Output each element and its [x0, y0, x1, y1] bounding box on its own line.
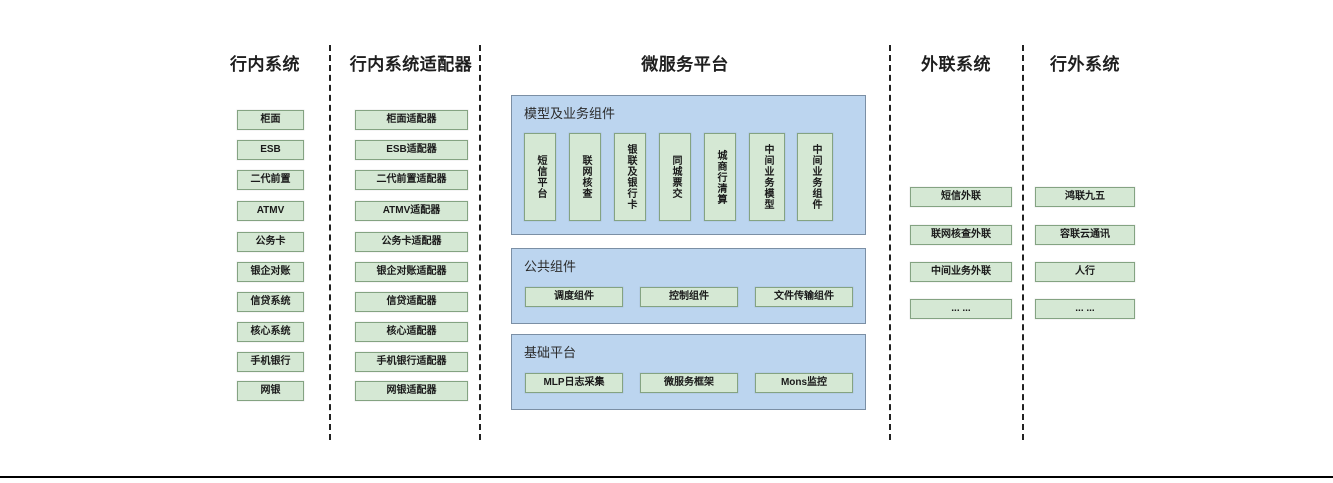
column-title-inbank-adapter: 行内系统适配器 [349, 55, 473, 74]
column-title-outbank: 行外系统 [1050, 55, 1120, 74]
node-external-link-3[interactable]: ... ... [910, 299, 1012, 319]
node-external-link-2[interactable]: 中间业务外联 [910, 262, 1012, 282]
column-divider-4 [1022, 45, 1024, 440]
column-title-external-link: 外联系统 [921, 55, 991, 74]
node-outbank-1[interactable]: 容联云通讯 [1035, 225, 1135, 245]
node-inbank-adapter-1[interactable]: ESB适配器 [355, 140, 468, 160]
node-inbank-6[interactable]: 信贷系统 [237, 292, 304, 312]
panel-title-base-platform: 基础平台 [524, 345, 577, 360]
node-inbank-0[interactable]: 柜面 [237, 110, 304, 130]
node-base-platform-0[interactable]: MLP日志采集 [525, 373, 623, 393]
node-inbank-adapter-2[interactable]: 二代前置适配器 [355, 170, 468, 190]
node-outbank-0[interactable]: 鸿联九五 [1035, 187, 1135, 207]
panel-title-model-business: 模型及业务组件 [524, 106, 616, 121]
node-model-business-0[interactable]: 短信平台 [524, 133, 556, 221]
column-title-inbank: 行内系统 [230, 55, 300, 74]
node-public-components-0[interactable]: 调度组件 [525, 287, 623, 307]
node-inbank-8[interactable]: 手机银行 [237, 352, 304, 372]
node-model-business-6[interactable]: 中间业务组件 [797, 133, 833, 221]
node-inbank-2[interactable]: 二代前置 [237, 170, 304, 190]
node-model-business-3[interactable]: 同城票交 [659, 133, 691, 221]
panel-public-components: 公共组件 [511, 248, 866, 324]
node-inbank-4[interactable]: 公务卡 [237, 232, 304, 252]
node-inbank-1[interactable]: ESB [237, 140, 304, 160]
node-inbank-9[interactable]: 网银 [237, 381, 304, 401]
node-inbank-adapter-9[interactable]: 网银适配器 [355, 381, 468, 401]
node-external-link-1[interactable]: 联网核查外联 [910, 225, 1012, 245]
column-divider-3 [889, 45, 891, 440]
node-inbank-adapter-5[interactable]: 银企对账适配器 [355, 262, 468, 282]
node-model-business-5[interactable]: 中间业务模型 [749, 133, 785, 221]
node-public-components-2[interactable]: 文件传输组件 [755, 287, 853, 307]
node-model-business-2[interactable]: 银联及银行卡 [614, 133, 646, 221]
node-inbank-adapter-6[interactable]: 信贷适配器 [355, 292, 468, 312]
column-divider-2 [479, 45, 481, 440]
node-model-business-1[interactable]: 联网核查 [569, 133, 601, 221]
node-inbank-adapter-4[interactable]: 公务卡适配器 [355, 232, 468, 252]
node-inbank-7[interactable]: 核心系统 [237, 322, 304, 342]
node-inbank-5[interactable]: 银企对账 [237, 262, 304, 282]
node-public-components-1[interactable]: 控制组件 [640, 287, 738, 307]
panel-base-platform: 基础平台 [511, 334, 866, 410]
bottom-rule [0, 476, 1333, 478]
node-outbank-3[interactable]: ... ... [1035, 299, 1135, 319]
node-outbank-2[interactable]: 人行 [1035, 262, 1135, 282]
node-base-platform-2[interactable]: Mons监控 [755, 373, 853, 393]
node-inbank-adapter-7[interactable]: 核心适配器 [355, 322, 468, 342]
node-inbank-adapter-8[interactable]: 手机银行适配器 [355, 352, 468, 372]
panel-title-public-components: 公共组件 [524, 259, 577, 274]
node-inbank-adapter-0[interactable]: 柜面适配器 [355, 110, 468, 130]
column-divider-1 [329, 45, 331, 440]
node-model-business-4[interactable]: 城商行清算 [704, 133, 736, 221]
column-title-microservice: 微服务平台 [641, 55, 729, 74]
node-inbank-3[interactable]: ATMV [237, 201, 304, 221]
node-base-platform-1[interactable]: 微服务框架 [640, 373, 738, 393]
node-inbank-adapter-3[interactable]: ATMV适配器 [355, 201, 468, 221]
node-external-link-0[interactable]: 短信外联 [910, 187, 1012, 207]
